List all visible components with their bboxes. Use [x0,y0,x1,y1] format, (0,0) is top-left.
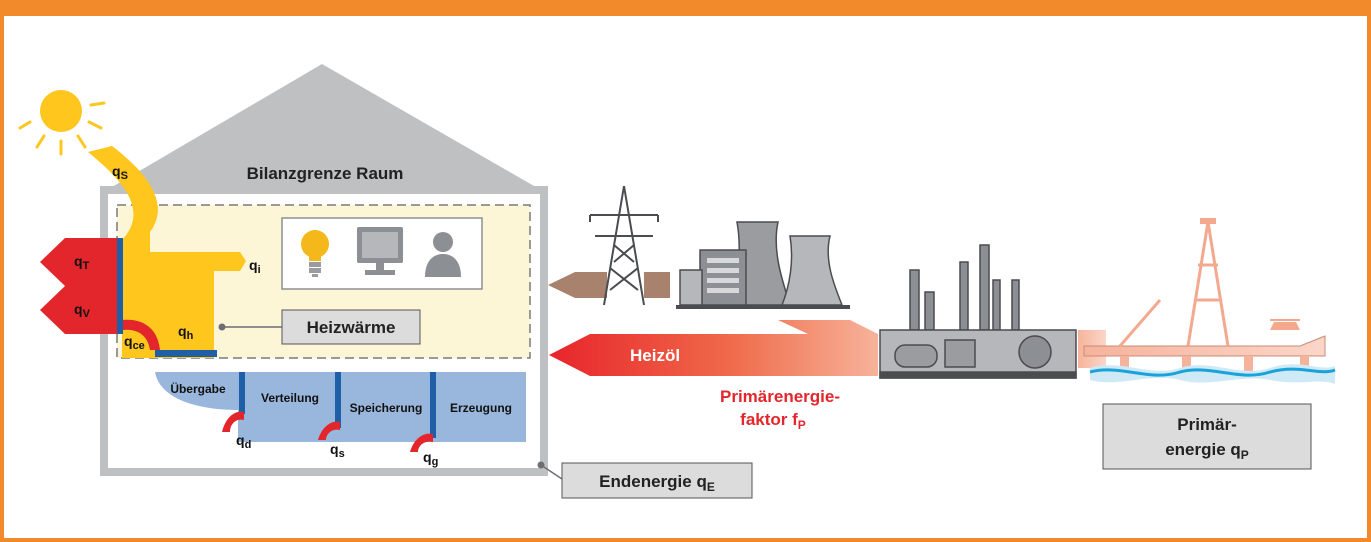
label-q-g: qg [423,449,438,468]
storage-loss-arc [318,421,340,440]
endenergie-connector [540,464,563,480]
refinery-icon [879,244,1077,379]
heating-oil-label: Heizöl [630,346,680,365]
house-roof [100,64,548,194]
electricity-arrow [548,272,607,298]
emission-loss-arc [122,319,160,350]
sun-icon [18,90,106,156]
primary-energy-factor-line2: faktor fP [740,410,806,432]
electricity-arrow-segment [644,272,670,298]
stage-label-distribution: Verteilung [261,391,319,405]
stage-label-transfer: Übergabe [170,381,226,396]
power-plant-icon [676,221,850,309]
label-q-t: qT [74,253,90,272]
sea-wave-light [1090,364,1335,384]
primary-energy-factor-line1: Primärenergie- [720,387,840,406]
label-q-v: qV [74,301,91,320]
distribution-loss-arc [222,411,244,432]
stage-label-generation: Erzeugung [450,401,512,415]
generation-loss-arc [410,433,433,452]
oil-platform-icon [1083,218,1326,378]
wall-boundary-bar [117,238,123,334]
power-pylon-icon [589,185,659,306]
stage-divider-3 [430,372,436,438]
light-bulb-icon [301,230,329,277]
endenergie-box [561,462,753,499]
heizwaerme-label: Heizwärme [307,318,396,337]
heating-oil-arrow [549,320,878,376]
stage-label-storage: Speicherung [350,401,423,415]
sea-wave [1089,367,1336,377]
transmission-loss-arrow [40,238,122,286]
ventilation-loss-arrow [40,286,122,334]
label-q-d: qd [236,432,251,451]
stage-divider-2 [335,372,341,428]
label-q-i: qi [249,257,261,276]
solar-gain-flow [88,146,246,358]
room-boundary-title: Bilanzgrenze Raum [247,164,404,183]
monitor-icon [357,227,403,275]
system-band-main [238,372,526,442]
heizwaerme-box [281,309,421,345]
primary-energy-line2: energie qP [1165,440,1249,462]
person-icon [425,232,461,277]
endenergie-label: Endenergie qE [599,472,715,494]
label-q-h: qh [178,323,194,342]
label-q-ce: qce [124,333,145,352]
primary-energy-line1: Primär- [1177,415,1237,434]
stage-divider-1 [239,372,245,414]
heat-delivery-bar [155,350,217,357]
label-q-s: qS [112,163,128,182]
primary-energy-box [1102,403,1312,470]
label-q-s2: qs [330,441,345,460]
